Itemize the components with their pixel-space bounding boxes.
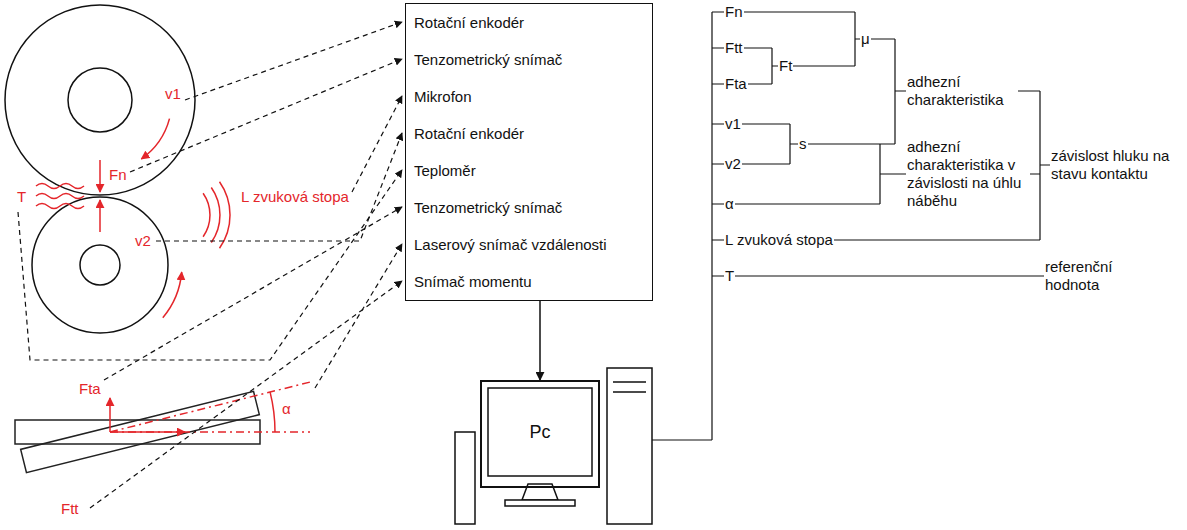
sensor-list-box: Rotační enkodérTenzometrický snímačMikro…	[405, 3, 653, 301]
angle-arc	[270, 392, 275, 432]
variable-label: v2	[724, 155, 742, 173]
variable-label: Fta	[724, 75, 748, 93]
speed-arrow	[141, 119, 169, 159]
sensor-leader	[130, 59, 402, 172]
sensor-leader	[352, 96, 402, 192]
sensor-leader	[156, 133, 402, 241]
tower-bay	[613, 382, 646, 392]
result-label: adhezní charakteristika	[906, 73, 1018, 109]
temperature-label: T	[16, 188, 27, 206]
force-arrow	[99, 160, 101, 192]
sensor-name: Tenzometrický snímač	[406, 189, 652, 226]
bracket-line	[712, 12, 895, 144]
data-flow-arrow	[539, 301, 541, 380]
sensor-name: Tenzometrický snímač	[406, 41, 652, 78]
variable-label: α	[724, 195, 735, 213]
force-label: Fta	[78, 380, 102, 398]
heat-wave	[36, 184, 84, 189]
bus-line	[652, 12, 712, 440]
sensor-leader	[315, 244, 402, 388]
result-label: referenční hodnota	[1044, 258, 1138, 294]
bracket-line	[712, 91, 1050, 276]
force-arrow	[99, 200, 101, 232]
variable-label: L zvuková stopa	[724, 231, 834, 249]
bracket-line	[712, 144, 906, 204]
sensor-leader	[90, 281, 402, 508]
large-roller-hub	[68, 68, 132, 132]
force-label: Ftt	[60, 500, 80, 518]
sensor-name: Rotační enkodér	[406, 4, 652, 41]
velocity-label: v1	[164, 85, 182, 103]
computer-label: Pc	[482, 382, 598, 482]
monitor-base	[505, 500, 575, 506]
computer-monitor: Pc	[480, 380, 600, 488]
small-roller-hub	[80, 245, 120, 285]
sound-wave	[203, 193, 210, 237]
sensor-name: Rotační enkodér	[406, 115, 652, 152]
heat-wave	[36, 204, 84, 209]
small-roller	[32, 197, 168, 333]
sensor-name: Mikrofon	[406, 78, 652, 115]
variable-label: s	[798, 135, 808, 153]
velocity-label: v2	[134, 232, 152, 250]
force-label: Fn	[108, 166, 128, 184]
pc-tower	[607, 368, 652, 524]
variable-label: Ftt	[724, 39, 744, 57]
variable-label: μ	[860, 30, 871, 48]
force-arrow	[109, 398, 111, 432]
variable-label: v1	[724, 115, 742, 133]
reference-axis	[110, 431, 310, 433]
sound-wave	[220, 182, 231, 249]
inclined-axis	[110, 382, 310, 432]
speaker	[455, 432, 475, 524]
variable-label: T	[724, 267, 735, 285]
sensor-name: Laserový snímač vzdálenosti	[406, 226, 652, 263]
result-label: závislost hluku na stavu kontaktu	[1050, 147, 1174, 183]
angle-label: α	[281, 400, 292, 418]
variable-label: Ft	[778, 57, 793, 75]
sensor-leader	[185, 22, 402, 100]
sensor-leader	[18, 170, 402, 360]
speed-arrow	[163, 272, 182, 318]
variable-label: Fn	[724, 3, 744, 21]
result-label: adhezní charakteristika v závislosti na …	[906, 138, 1030, 210]
sound-wave	[211, 188, 220, 243]
bracket-line	[712, 91, 906, 164]
large-roller	[5, 5, 195, 195]
sound-label: L zvuková stopa	[240, 188, 350, 206]
heat-wave	[36, 194, 84, 199]
sensor-leader	[104, 207, 402, 380]
sensor-name: Snímač momentu	[406, 263, 652, 300]
sensor-name: Teploměr	[406, 152, 652, 189]
